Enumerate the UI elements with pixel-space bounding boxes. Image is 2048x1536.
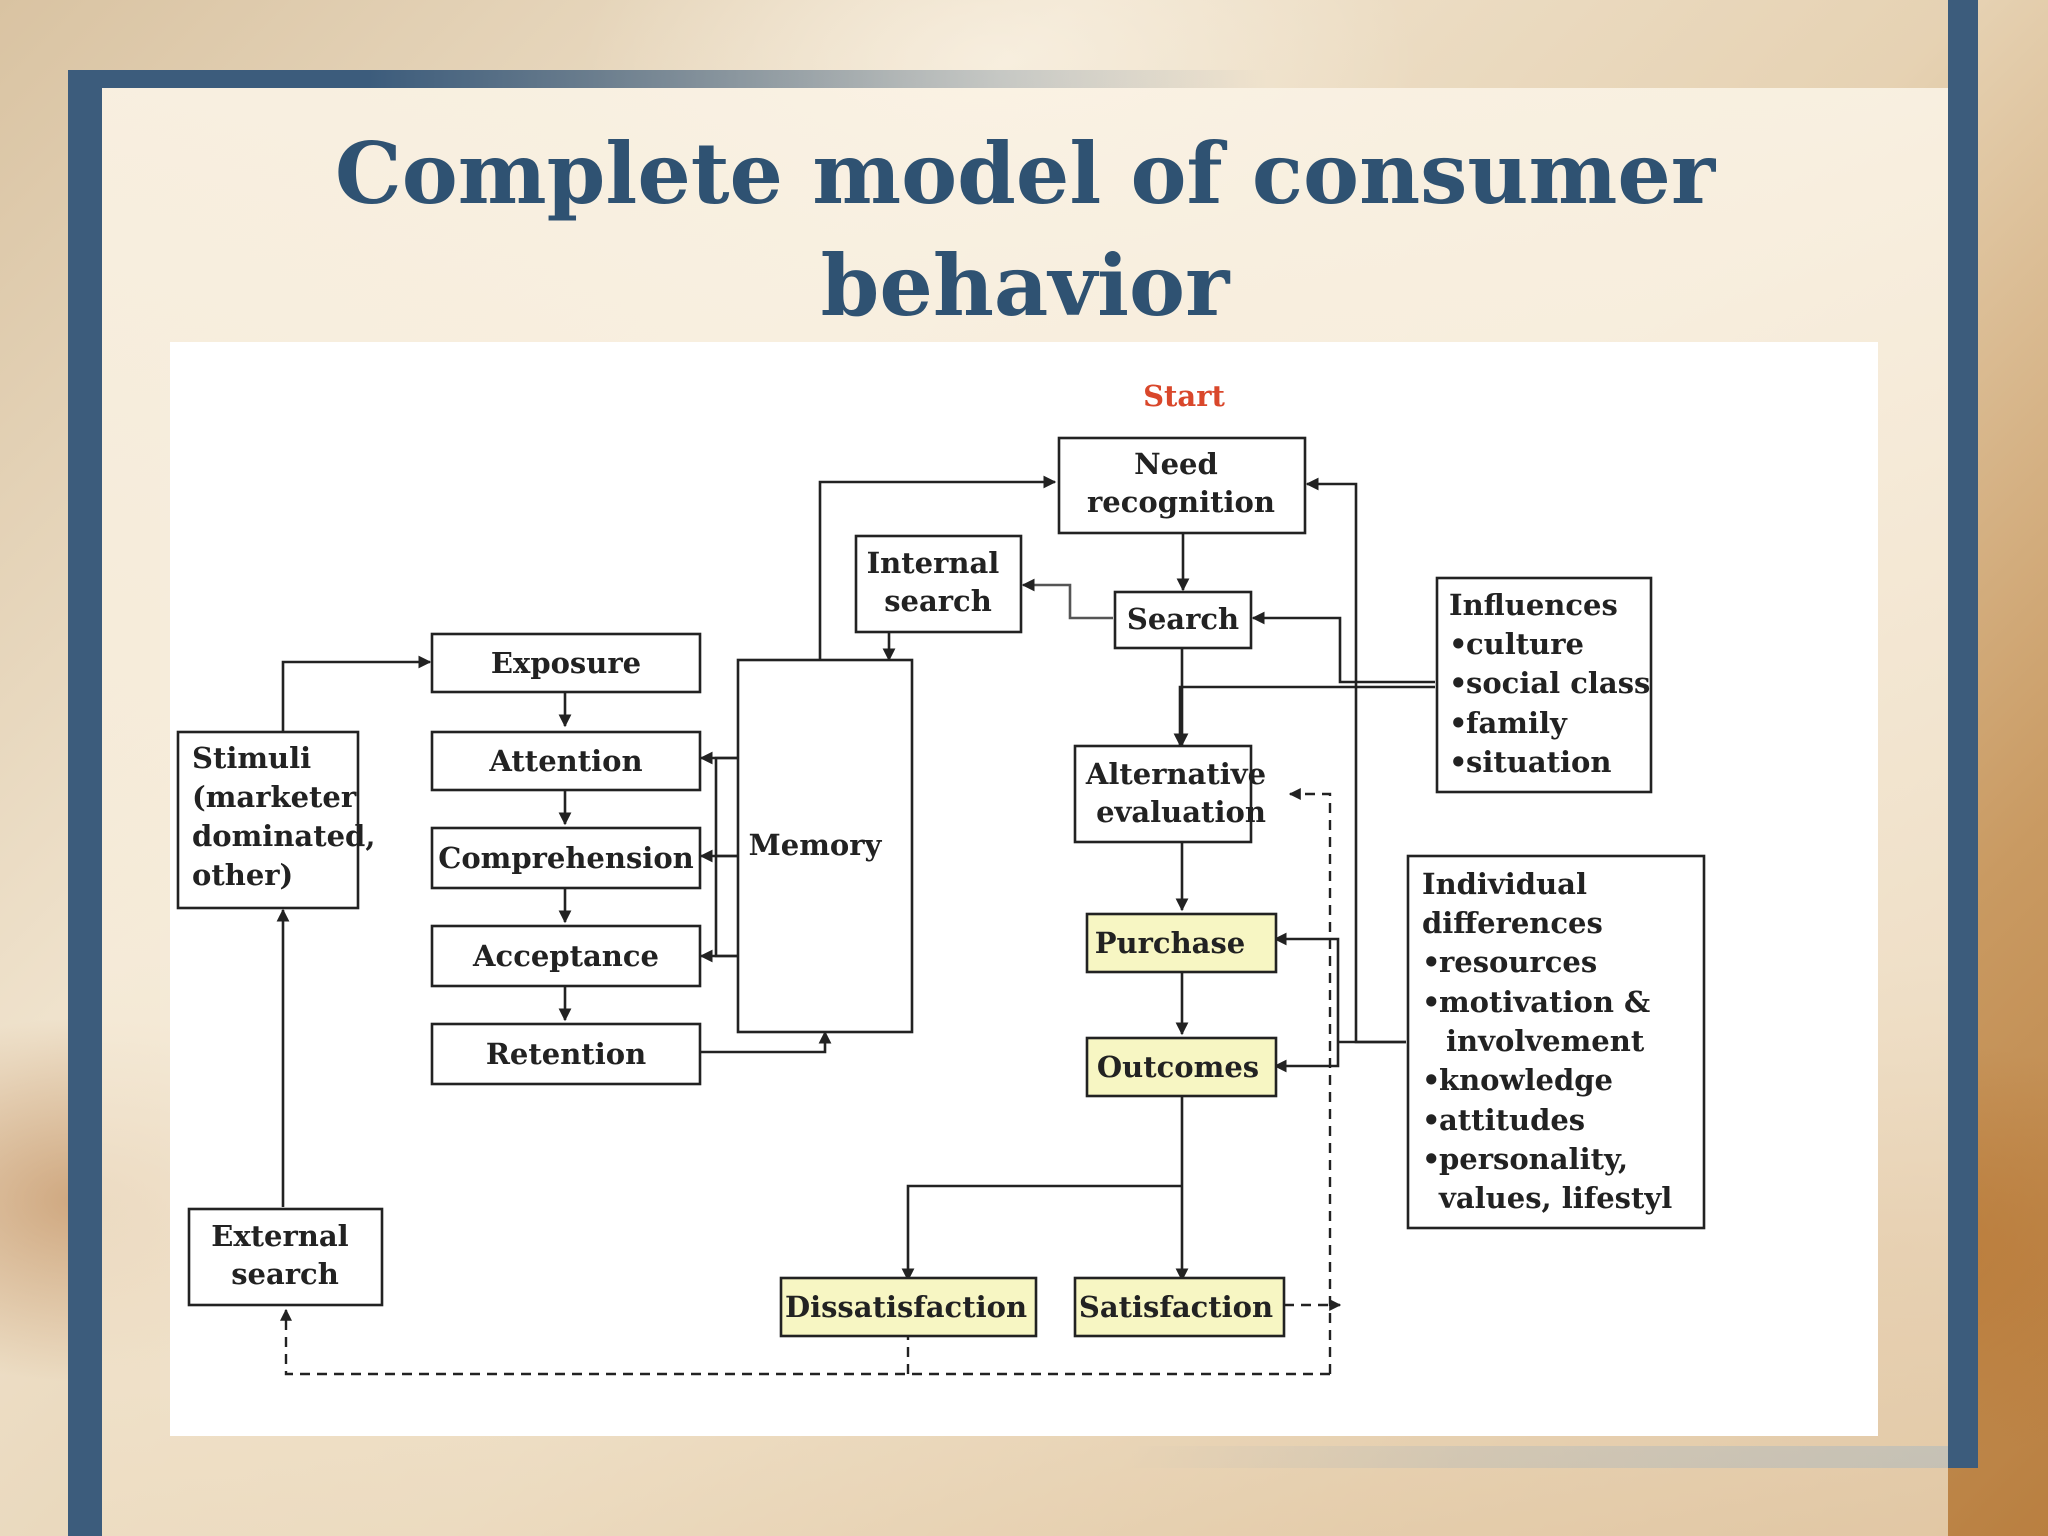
dashed-loop-bottom [280,1308,1330,1376]
highlight-boxes [779,912,1286,1338]
dashed-loop-right [1288,788,1332,1374]
influences-connector [1251,611,1435,684]
alternative-evaluation-box [1073,744,1253,844]
need-recognition-box [1057,436,1307,535]
boxes [176,436,1706,1307]
stimuli-box [176,730,360,910]
individual-item: •motivation & [1422,985,1650,1019]
individual-item: involvement [1446,1024,1645,1058]
influences-list: •culture •social class •family •situatio… [1449,627,1650,779]
title-line-2: behavior [820,236,1230,335]
influences-label: Influences [1449,588,1618,622]
purchase-label: Purchase [1095,926,1245,960]
outcomes-box [1085,1036,1278,1098]
individual-item: •resources [1422,945,1597,979]
dashed-connectors [280,788,1342,1376]
retention-label: Retention [486,1037,646,1071]
individual-item: •personality, [1422,1142,1628,1176]
influences-to-alternative [1173,685,1435,747]
comprehension-label: Comprehension [438,841,694,875]
individual-connector-purchase [1273,932,1340,1042]
individual-connector-outcomes [1273,1042,1340,1073]
diagram-card: Start Need recognition Internal search S… [170,342,1878,1436]
search-label: Search [1127,602,1239,636]
influences-box [1435,576,1653,794]
arrow-retention-to-memory [700,1030,832,1054]
purchase-box [1085,912,1278,974]
consumer-behavior-diagram: Start Need recognition Internal search S… [176,379,1706,1376]
individual-differences-box [1406,854,1706,1230]
acceptance-label: Acceptance [472,939,659,973]
memory-label: Memory [749,828,883,862]
frame-top-band [68,70,1268,88]
arrow-memory-to-need [818,475,1057,660]
arrow-outcomes-to-dissatisfaction [901,1184,1182,1282]
memory-box [736,658,914,1034]
influence-item: •family [1449,706,1568,740]
search-box [1113,590,1253,650]
start-label: Start [1143,379,1225,413]
acceptance-box [430,924,702,988]
frame-left-band [68,70,102,1536]
arrow-stimuli-to-exposure [281,655,432,732]
dissatisfaction-label: Dissatisfaction [785,1290,1027,1324]
attention-box [430,730,702,792]
internal-search-label: Internal search [867,546,1010,618]
comprehension-box [430,826,702,890]
individual-item: •knowledge [1422,1063,1613,1097]
influence-item: •social class [1449,666,1650,700]
satisfaction-label: Satisfaction [1079,1290,1273,1324]
need-recognition-label: Need recognition [1087,447,1275,519]
internal-search-box [854,534,1023,634]
individual-item: •attitudes [1422,1103,1585,1137]
retention-box [430,1022,702,1086]
individual-item: values, lifestyl [1438,1181,1672,1215]
outcomes-label: Outcomes [1097,1050,1259,1084]
dissatisfaction-box [779,1276,1038,1338]
connectors [276,475,1435,1282]
influence-item: •culture [1449,627,1584,661]
exposure-box [430,632,702,694]
slide-title: Complete model of consumer behavior [102,118,1948,342]
exposure-label: Exposure [491,646,641,680]
arrow-search-to-internal [1021,578,1113,620]
attention-label: Attention [488,744,642,778]
satisfaction-box [1073,1276,1286,1338]
individual-connector-need [1305,477,1406,1044]
external-search-label: External search [211,1219,359,1291]
title-line-1: Complete model of consumer [334,124,1716,223]
individual-differences-label: Individual differences [1422,867,1603,940]
alternative-evaluation-label: Alternative evaluation [1085,757,1276,829]
stimuli-label: Stimuli (marketer dominated, other) [192,741,386,892]
external-search-box [187,1207,384,1307]
individual-differences-list: •resources •motivation & involvement •kn… [1422,945,1672,1215]
frame-right-band [1948,0,1978,1468]
influence-item: •situation [1449,745,1611,779]
